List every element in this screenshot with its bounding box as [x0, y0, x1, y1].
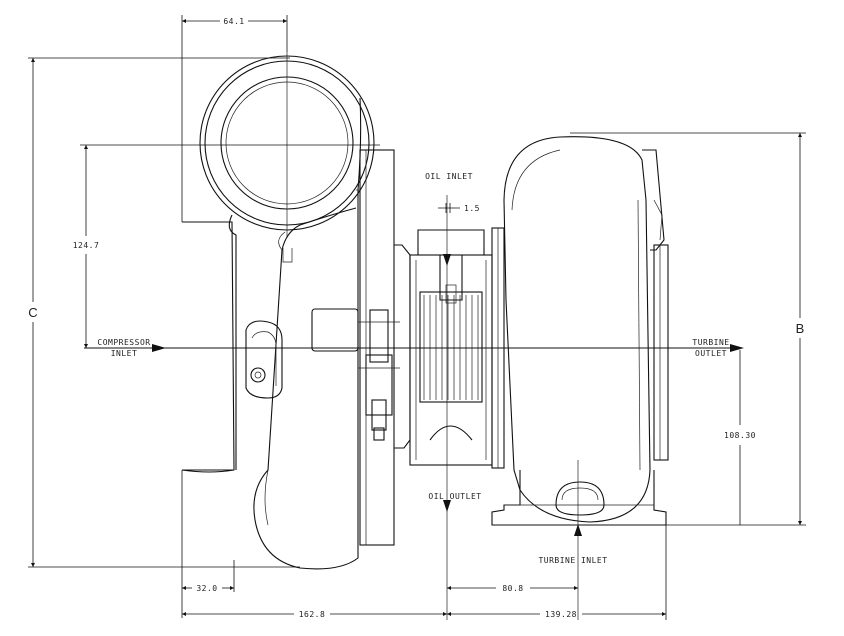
- turbine-outlet-label-1: TURBINE: [692, 338, 729, 347]
- oil-outlet-arrow: [443, 500, 451, 512]
- compressor-housing: [181, 55, 395, 570]
- compressor-inlet-label-1: COMPRESSOR: [97, 338, 150, 347]
- dim-flange-offset: 32.0: [196, 584, 217, 593]
- oil-outlet-label: OIL OUTLET: [428, 492, 481, 501]
- compressor-inlet-label-2: INLET: [111, 349, 138, 358]
- center-lines: [84, 52, 742, 620]
- dim-overall-right-height: B: [796, 321, 805, 336]
- dim-turbine-inlet-offset: 80.8: [502, 584, 523, 593]
- dim-oil-inlet-detail: 1.5: [464, 204, 480, 213]
- flow-arrows: [31, 19, 802, 616]
- oil-inlet-label: OIL INLET: [425, 172, 473, 181]
- dim-right-length: 139.28: [545, 610, 577, 619]
- turbine-housing: [491, 136, 669, 526]
- dimension-lines: [28, 15, 806, 620]
- dim-compressor-height: 124.7: [73, 241, 100, 250]
- dim-left-length: 162.8: [299, 610, 326, 619]
- oil-inlet-arrow: [443, 254, 451, 266]
- turbine-inlet-arrow: [574, 524, 582, 536]
- turbine-outlet-label-2: OUTLET: [695, 349, 727, 358]
- dim-turbine-offset: 108.30: [724, 431, 756, 440]
- dim-top-width: 64.1: [223, 17, 244, 26]
- turbine-inlet-label: TURBINE INLET: [538, 556, 607, 565]
- turbine-outlet-arrow: [730, 344, 744, 352]
- dim-overall-left-height: C: [28, 305, 37, 320]
- compressor-inlet-arrow: [152, 344, 166, 352]
